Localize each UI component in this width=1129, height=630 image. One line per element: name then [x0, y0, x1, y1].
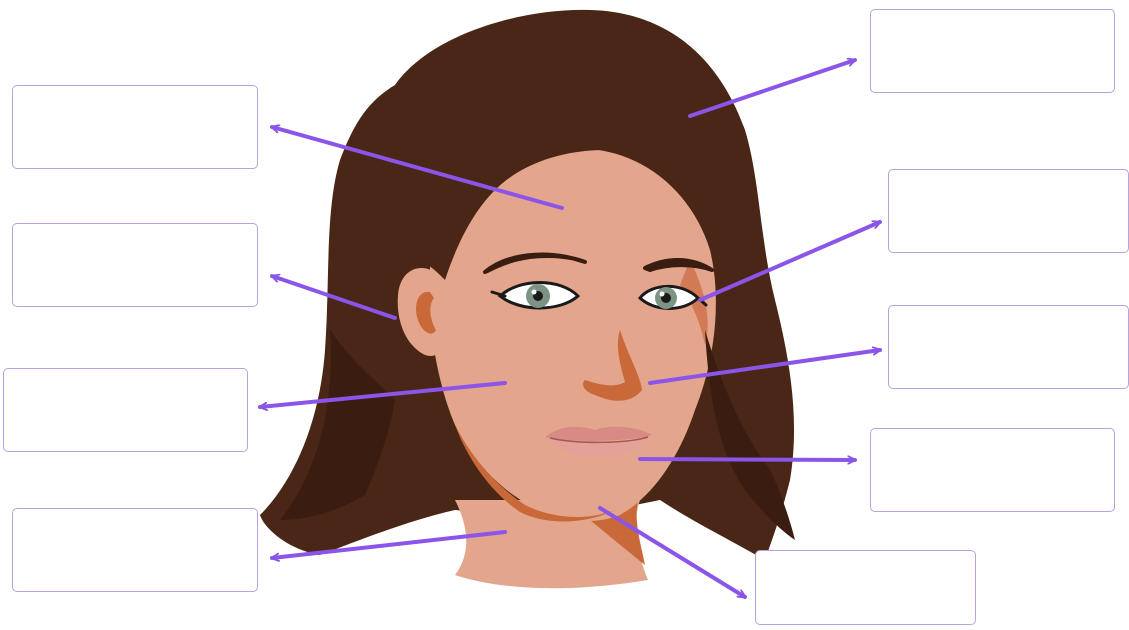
- label-box-ear[interactable]: [12, 223, 258, 307]
- label-box-hair[interactable]: [870, 9, 1115, 93]
- label-box-neck[interactable]: [12, 508, 258, 592]
- label-box-eye[interactable]: [888, 169, 1129, 253]
- label-box-cheek[interactable]: [3, 368, 248, 452]
- label-box-chin[interactable]: [755, 550, 976, 625]
- arrow-mouth: [640, 459, 855, 460]
- label-box-mouth[interactable]: [870, 428, 1115, 512]
- label-box-forehead[interactable]: [12, 85, 258, 169]
- label-box-nose[interactable]: [888, 305, 1129, 389]
